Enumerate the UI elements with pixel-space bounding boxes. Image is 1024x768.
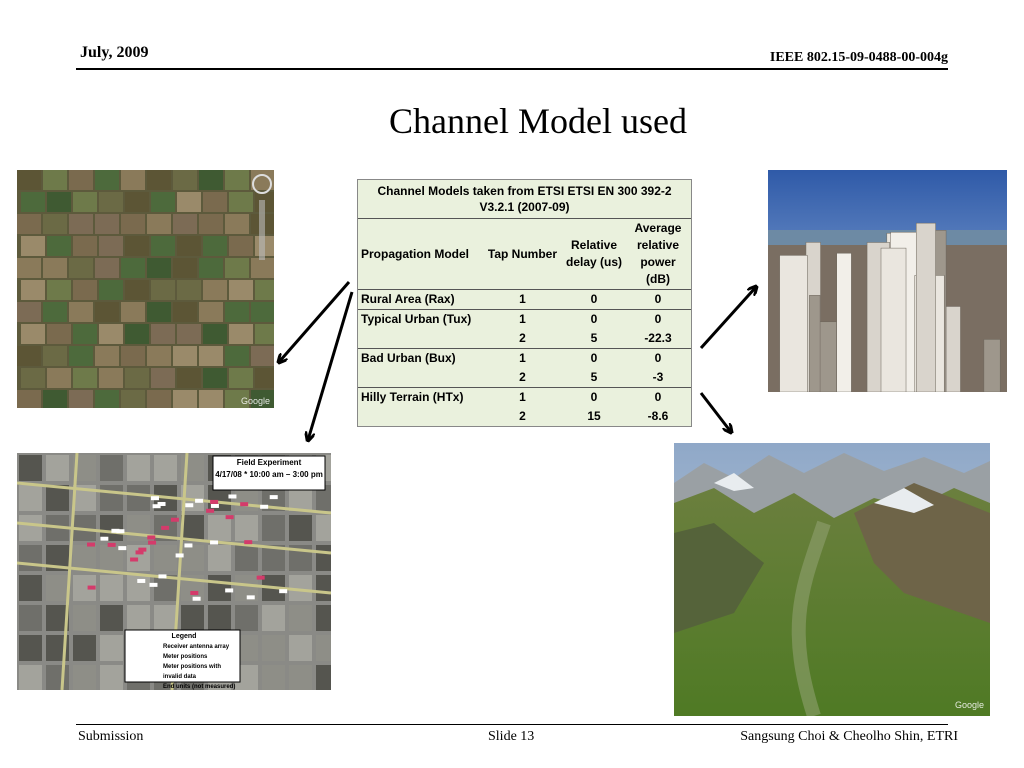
urban-city-skyline-image [768, 170, 1007, 392]
column-header-tap: Tap Number [481, 218, 563, 290]
legend-item: Meter positions [163, 654, 208, 660]
legend-item: Receiver antenna array [163, 644, 230, 650]
column-header-model: Propagation Model [358, 218, 482, 290]
channel-model-table: Channel Models taken from ETSI ETSI EN 3… [357, 179, 692, 427]
cell-delay: 0 [563, 387, 625, 407]
cell-delay: 0 [563, 348, 625, 368]
table-row: 2 15 -8.6 [358, 407, 691, 426]
cell-delay: 5 [590, 370, 598, 384]
cell-model: Bad Urban (Bux) [358, 348, 482, 368]
legend-item: Meter positions with invalid data [163, 664, 222, 680]
cell-power: 0 [625, 348, 691, 368]
column-header-delay: Relative delay (us) [563, 218, 625, 290]
arrow-to-urban-image [699, 287, 756, 350]
header-document-id: IEEE 802.15-09-0488-00-004g [769, 50, 948, 65]
cell-tap: 2 [519, 370, 526, 384]
legend-title: Legend [171, 633, 197, 640]
cell-delay: 5 [590, 331, 598, 345]
arrow-to-rural-image [279, 281, 351, 362]
table-row: Rural Area (Rax) 1 0 0 [358, 289, 691, 310]
field-experiment-title: Field Experiment [236, 458, 302, 467]
rural-farmland-aerial-image: Google [17, 170, 274, 408]
cell-power: -8.6 [647, 409, 669, 423]
field-experiment-date: 4/17/08 * 10:00 am – 3:00 pm [215, 470, 323, 479]
table-row: Hilly Terrain (HTx) 1 0 0 [358, 387, 691, 407]
legend-item: End units (not measured) [163, 684, 236, 690]
google-watermark: Google [240, 396, 270, 406]
header-divider [76, 68, 948, 70]
footer-divider [76, 724, 948, 725]
footer-authors: Sangsung Choi & Cheolho Shin, ETRI [740, 729, 958, 744]
cell-model: Rural Area (Rax) [358, 289, 482, 310]
arrow-to-field-map-image [308, 291, 354, 440]
table-row: Bad Urban (Bux) 1 0 0 [358, 348, 691, 368]
cell-delay: 0 [563, 309, 625, 329]
table-row: Typical Urban (Tux) 1 0 0 [358, 309, 691, 329]
arrow-to-hilly-image [699, 392, 731, 432]
field-experiment-street-map-image: Field Experiment 4/17/08 * 10:00 am – 3:… [17, 453, 331, 690]
cell-power: 0 [625, 309, 691, 329]
column-header-power: Average relative power (dB) [625, 218, 691, 290]
cell-delay: 15 [587, 409, 601, 423]
table-row: 2 5 -3 [358, 368, 691, 388]
cell-tap: 2 [519, 409, 526, 423]
cell-power: 0 [625, 387, 691, 407]
cell-power: -22.3 [644, 331, 672, 345]
footer-submission: Submission [78, 729, 144, 744]
cell-power: -3 [652, 370, 664, 384]
table-row: 2 5 -22.3 [358, 329, 691, 349]
cell-tap: 1 [481, 387, 563, 407]
cell-model: Typical Urban (Tux) [358, 309, 482, 329]
hilly-mountain-valley-image: Google [674, 443, 990, 716]
table-caption: Channel Models taken from ETSI ETSI EN 3… [377, 184, 672, 214]
cell-tap: 1 [481, 309, 563, 329]
footer-slide-number: Slide 13 [488, 729, 535, 744]
cell-power: 0 [625, 289, 691, 310]
cell-tap: 1 [481, 289, 563, 310]
header-date: July, 2009 [80, 44, 149, 61]
slide-title: Channel Model used [389, 101, 687, 141]
google-watermark: Google [954, 700, 984, 710]
cell-delay: 0 [563, 289, 625, 310]
cell-model: Hilly Terrain (HTx) [358, 387, 482, 407]
cell-tap: 1 [481, 348, 563, 368]
cell-tap: 2 [519, 331, 526, 345]
